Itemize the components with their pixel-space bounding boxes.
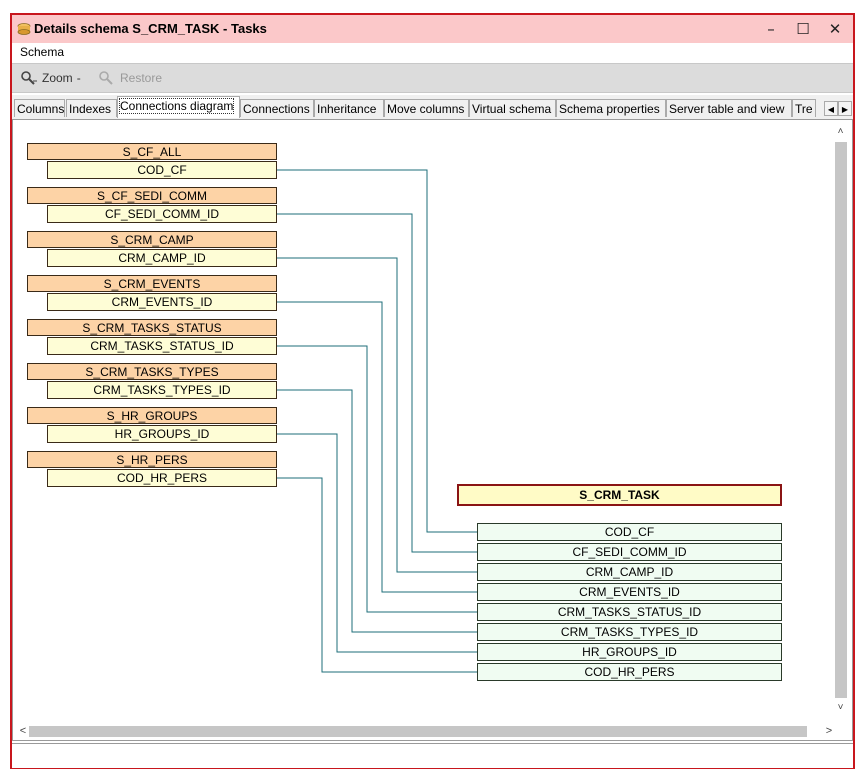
zoom-label: Zoom bbox=[42, 71, 73, 85]
main-table-field[interactable]: HR_GROUPS_ID bbox=[477, 643, 782, 661]
tab-virtual-schema[interactable]: Virtual schema bbox=[469, 99, 556, 117]
connection-lines bbox=[277, 169, 477, 673]
schema-icon bbox=[17, 23, 31, 35]
connection-line bbox=[277, 301, 477, 593]
main-table-field[interactable]: CRM_EVENTS_ID bbox=[477, 583, 782, 601]
related-table-name[interactable]: S_CRM_EVENTS bbox=[27, 275, 277, 292]
connection-line bbox=[277, 389, 477, 633]
restore-label: Restore bbox=[120, 71, 163, 85]
tab-columns[interactable]: Columns bbox=[14, 99, 65, 117]
tab-inheritance[interactable]: Inheritance bbox=[314, 99, 384, 117]
main-table-field[interactable]: COD_CF bbox=[477, 523, 782, 541]
tab-scroll-right-icon[interactable]: ▶ bbox=[838, 101, 852, 116]
tab-connections-diagram[interactable]: Connections diagram bbox=[117, 96, 240, 118]
related-table-name[interactable]: S_HR_PERS bbox=[27, 451, 277, 468]
tab-move-columns[interactable]: Move columns bbox=[384, 99, 469, 117]
zoom-dropdown[interactable]: - bbox=[76, 71, 81, 85]
related-table-field[interactable]: COD_CF bbox=[47, 161, 277, 179]
main-table-field[interactable]: CRM_TASKS_TYPES_ID bbox=[477, 623, 782, 641]
details-window: Details schema S_CRM_TASK - Tasks – ☐ ✕ … bbox=[10, 13, 855, 769]
main-table-field[interactable]: CRM_TASKS_STATUS_ID bbox=[477, 603, 782, 621]
connection-line bbox=[277, 257, 477, 573]
connection-line bbox=[277, 433, 477, 653]
connection-line bbox=[277, 477, 477, 673]
scroll-right-icon[interactable]: > bbox=[825, 725, 833, 737]
connection-line bbox=[277, 213, 477, 553]
vertical-scrollbar[interactable]: ˄ ˅ bbox=[833, 126, 848, 716]
toolbar: Zoom - Restore bbox=[12, 63, 853, 93]
tab-connections-diagram-label: Connections diagram bbox=[118, 98, 235, 114]
related-table-field[interactable]: CRM_CAMP_ID bbox=[47, 249, 277, 267]
related-table-name[interactable]: S_HR_GROUPS bbox=[27, 407, 277, 424]
horizontal-scroll-thumb[interactable] bbox=[29, 726, 807, 737]
zoom-button[interactable]: Zoom - bbox=[20, 70, 81, 86]
restore-zoom-icon bbox=[99, 71, 113, 85]
maximize-button[interactable]: ☐ bbox=[796, 20, 810, 38]
menu-bar: Schema bbox=[12, 43, 853, 63]
restore-button[interactable]: Restore bbox=[98, 70, 162, 86]
vertical-scroll-thumb[interactable] bbox=[835, 142, 847, 698]
main-table-name[interactable]: S_CRM_TASK bbox=[457, 484, 782, 506]
related-table-name[interactable]: S_CF_SEDI_COMM bbox=[27, 187, 277, 204]
window-title: Details schema S_CRM_TASK - Tasks bbox=[34, 21, 267, 36]
related-table-field[interactable]: CRM_TASKS_STATUS_ID bbox=[47, 337, 277, 355]
tab-bar: Columns Indexes Connections diagram Conn… bbox=[12, 95, 853, 119]
related-table-field[interactable]: COD_HR_PERS bbox=[47, 469, 277, 487]
related-table-name[interactable]: S_CRM_TASKS_STATUS bbox=[27, 319, 277, 336]
tab-schema-properties[interactable]: Schema properties bbox=[556, 99, 666, 117]
title-bar: Details schema S_CRM_TASK - Tasks – ☐ ✕ bbox=[12, 15, 853, 43]
scroll-left-icon[interactable]: < bbox=[19, 725, 27, 737]
tab-connections[interactable]: Connections bbox=[240, 99, 314, 117]
menu-schema[interactable]: Schema bbox=[20, 45, 65, 59]
zoom-icon bbox=[21, 71, 37, 85]
related-table-field[interactable]: CRM_EVENTS_ID bbox=[47, 293, 277, 311]
tab-scroll-left-icon[interactable]: ◀ bbox=[824, 101, 838, 116]
scroll-up-icon[interactable]: ˄ bbox=[837, 126, 844, 137]
tab-tre[interactable]: Tre bbox=[792, 99, 816, 117]
related-table-field[interactable]: HR_GROUPS_ID bbox=[47, 425, 277, 443]
related-table-name[interactable]: S_CRM_CAMP bbox=[27, 231, 277, 248]
related-table-name[interactable]: S_CRM_TASKS_TYPES bbox=[27, 363, 277, 380]
minimize-button[interactable]: – bbox=[767, 20, 775, 38]
close-button[interactable]: ✕ bbox=[828, 20, 842, 38]
related-table-field[interactable]: CRM_TASKS_TYPES_ID bbox=[47, 381, 277, 399]
connection-line bbox=[277, 169, 477, 533]
connection-line bbox=[277, 345, 477, 613]
scroll-down-icon[interactable]: ˅ bbox=[837, 702, 844, 713]
main-table-field[interactable]: CRM_CAMP_ID bbox=[477, 563, 782, 581]
main-table-field[interactable]: COD_HR_PERS bbox=[477, 663, 782, 681]
tab-indexes[interactable]: Indexes bbox=[66, 99, 117, 117]
status-bar bbox=[12, 743, 853, 768]
main-table-field[interactable]: CF_SEDI_COMM_ID bbox=[477, 543, 782, 561]
related-table-field[interactable]: CF_SEDI_COMM_ID bbox=[47, 205, 277, 223]
horizontal-scrollbar[interactable]: < > bbox=[17, 724, 837, 738]
related-table-name[interactable]: S_CF_ALL bbox=[27, 143, 277, 160]
tab-server-table-and-view[interactable]: Server table and view bbox=[666, 99, 792, 117]
